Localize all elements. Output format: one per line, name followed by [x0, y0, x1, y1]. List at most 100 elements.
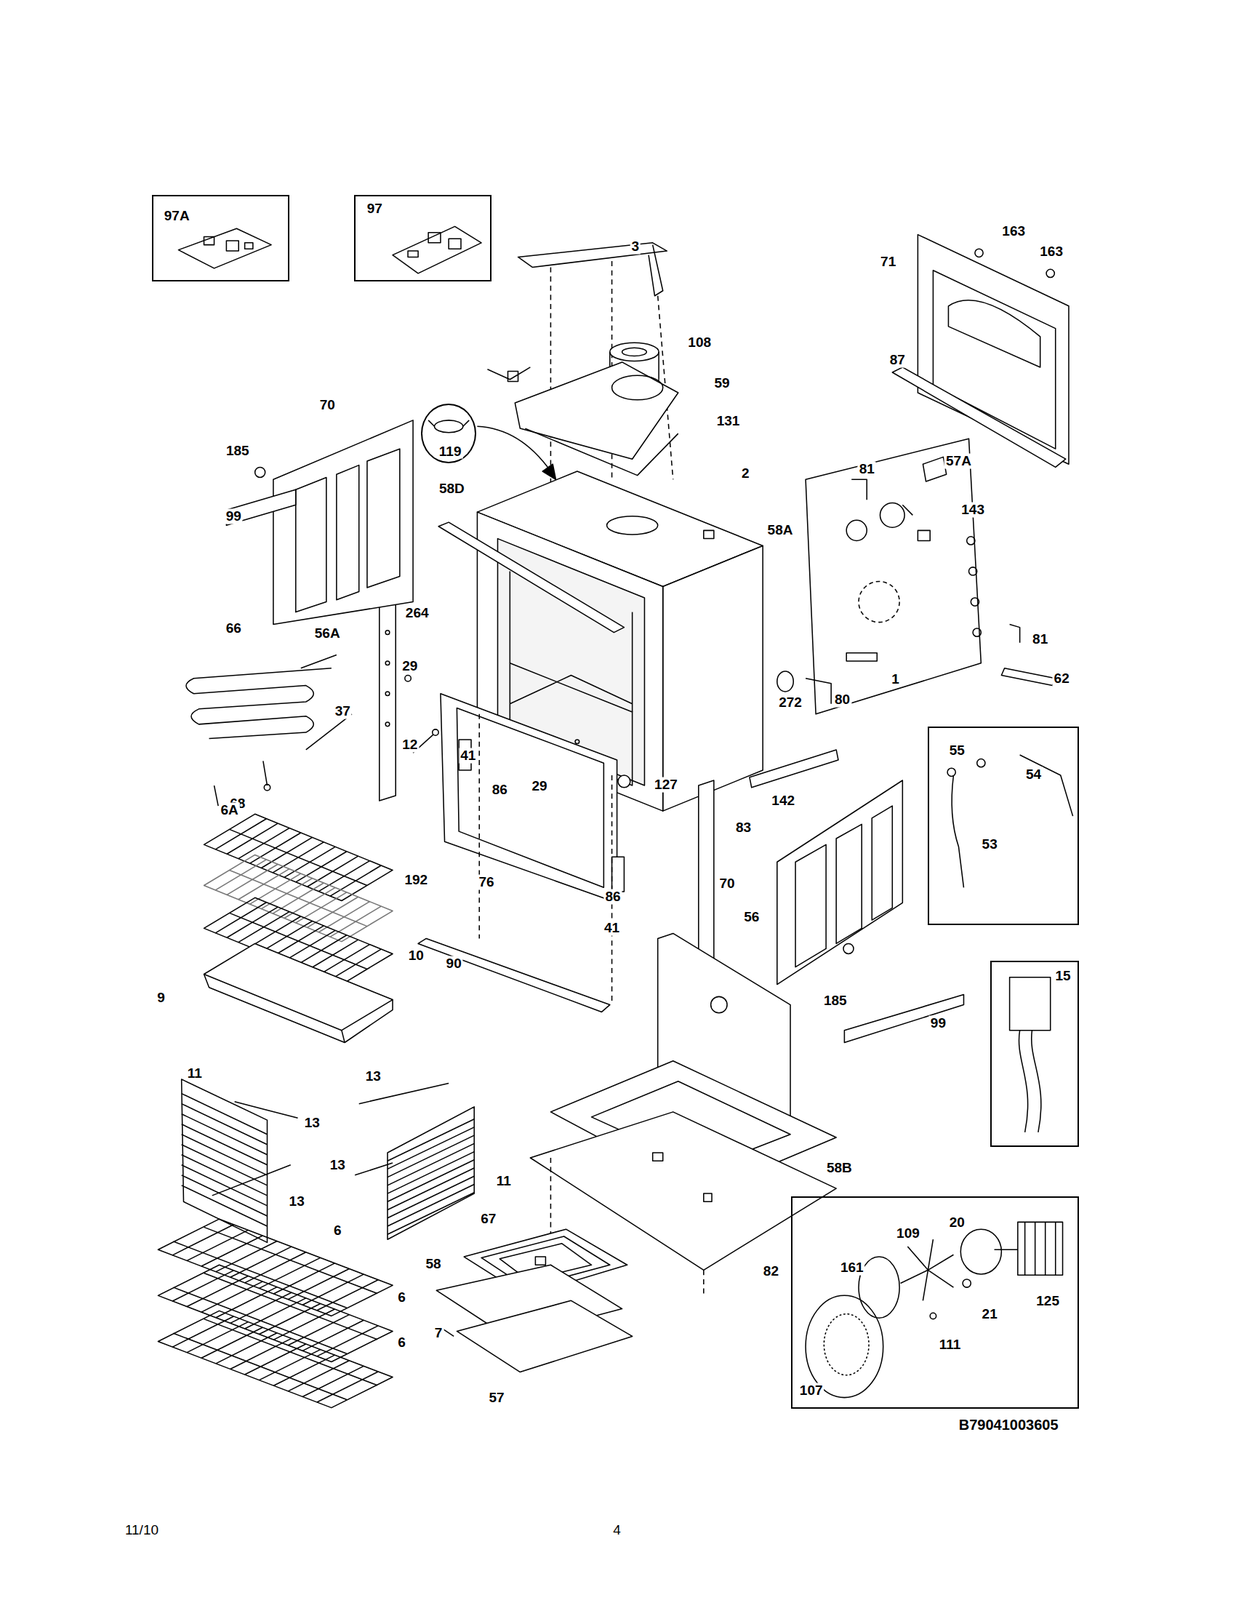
callout-number: 57 — [487, 1389, 507, 1405]
thermostat-callout — [428, 420, 435, 427]
callout-number: 2 — [740, 465, 752, 481]
door-frame — [440, 693, 618, 904]
back-panel — [846, 519, 867, 541]
thermostat-callout — [434, 420, 464, 433]
fan-inset — [1034, 1221, 1037, 1275]
fan-inset — [994, 1248, 1018, 1250]
trim-bars — [385, 721, 390, 727]
callout-number: 143 — [959, 502, 986, 518]
thermostat-callout — [463, 420, 469, 427]
racks — [204, 813, 393, 901]
oven-cavity — [607, 516, 658, 535]
page-note: 11/10 — [123, 1522, 160, 1538]
probe-inset — [947, 754, 1074, 888]
side-panel — [336, 465, 360, 600]
callout-number: 56A — [313, 625, 342, 642]
inset-box: 2010916112521111107 — [791, 1196, 1079, 1409]
callout-number: 87 — [888, 352, 907, 368]
callout-number: 11 — [186, 1065, 204, 1081]
rack-supports — [387, 1175, 475, 1218]
callout-number: 97A — [162, 207, 192, 224]
rack-supports — [181, 1113, 268, 1155]
trim-bars — [404, 675, 411, 682]
racks — [204, 942, 393, 1030]
side-panel — [273, 420, 413, 625]
callout-number: 185 — [224, 443, 251, 459]
top-bracket — [550, 266, 552, 490]
outer-panel — [892, 367, 1066, 467]
callout-number: 6A — [218, 801, 240, 818]
rack-supports — [387, 1126, 475, 1170]
trim-bars — [418, 937, 611, 1012]
callout-number: 67 — [479, 1211, 498, 1227]
callout-number: 41 — [458, 748, 477, 764]
back-panel — [972, 628, 981, 637]
sensor-inset — [1018, 1030, 1028, 1133]
callout-number: 111 — [937, 1337, 963, 1353]
fan-inset — [907, 1246, 928, 1270]
callout-number: 99 — [929, 1014, 948, 1031]
callout-number: 108 — [686, 335, 713, 351]
outer-panel — [948, 300, 1040, 368]
oven-cavity — [663, 545, 763, 811]
rack-supports — [181, 1124, 268, 1165]
rack-supports — [359, 1083, 449, 1104]
probe-inset — [951, 775, 964, 888]
trim-bars — [432, 729, 439, 736]
bottom-assembly — [436, 932, 837, 1372]
back-panel — [1009, 623, 1021, 642]
rack-supports — [354, 1162, 393, 1175]
callout-number: 272 — [777, 695, 804, 711]
callout-number: 81 — [1030, 631, 1050, 648]
oven-cavity — [509, 675, 632, 704]
outer-panel — [892, 234, 1069, 468]
broil-element — [306, 713, 352, 750]
back-panel — [969, 567, 978, 576]
control-board — [448, 238, 461, 249]
callout-number: 7 — [433, 1325, 445, 1341]
rack-supports — [181, 1185, 268, 1226]
callout-number: 1 — [889, 671, 901, 688]
blower-plate — [508, 371, 519, 382]
callout-number: 97 — [365, 200, 384, 216]
back-panel — [805, 678, 832, 704]
inset-box: 97 — [354, 194, 492, 282]
detail-circle: 119 — [420, 403, 477, 464]
callout-number: 3 — [630, 239, 642, 255]
bottom-assembly — [535, 1256, 546, 1265]
callout-number: 53 — [980, 836, 999, 852]
callout-number: 125 — [1034, 1293, 1061, 1309]
callout-number: 9 — [155, 989, 167, 1005]
probe-inset — [1020, 754, 1074, 816]
rack-supports — [181, 1164, 268, 1206]
fan-inset — [1024, 1221, 1026, 1275]
racks — [204, 854, 393, 941]
racks — [157, 1264, 393, 1362]
callout-number: 107 — [798, 1382, 825, 1399]
fan-inset — [960, 1228, 1002, 1274]
callout-number: 57A — [944, 453, 973, 469]
bottom-assembly — [703, 1193, 712, 1202]
rack-supports — [181, 1078, 268, 1242]
back-panel — [846, 652, 877, 661]
back-panel — [902, 504, 913, 515]
bottom-assembly — [711, 996, 728, 1013]
trim-bars — [478, 713, 480, 939]
inset-box: 555453 — [927, 726, 1079, 926]
broil-element — [301, 654, 337, 668]
side-panel — [367, 448, 400, 588]
rack-supports — [387, 1134, 475, 1178]
side-panel — [843, 942, 854, 954]
fan-inset — [929, 1312, 936, 1319]
thermostat-callout — [428, 420, 556, 480]
callout-number: 13 — [364, 1068, 383, 1084]
racks — [341, 1030, 345, 1043]
broil-element — [186, 654, 352, 806]
side-panel — [795, 844, 826, 967]
callout-number: 163 — [1000, 223, 1027, 240]
top-bracket — [518, 242, 674, 490]
control-board — [178, 228, 272, 269]
